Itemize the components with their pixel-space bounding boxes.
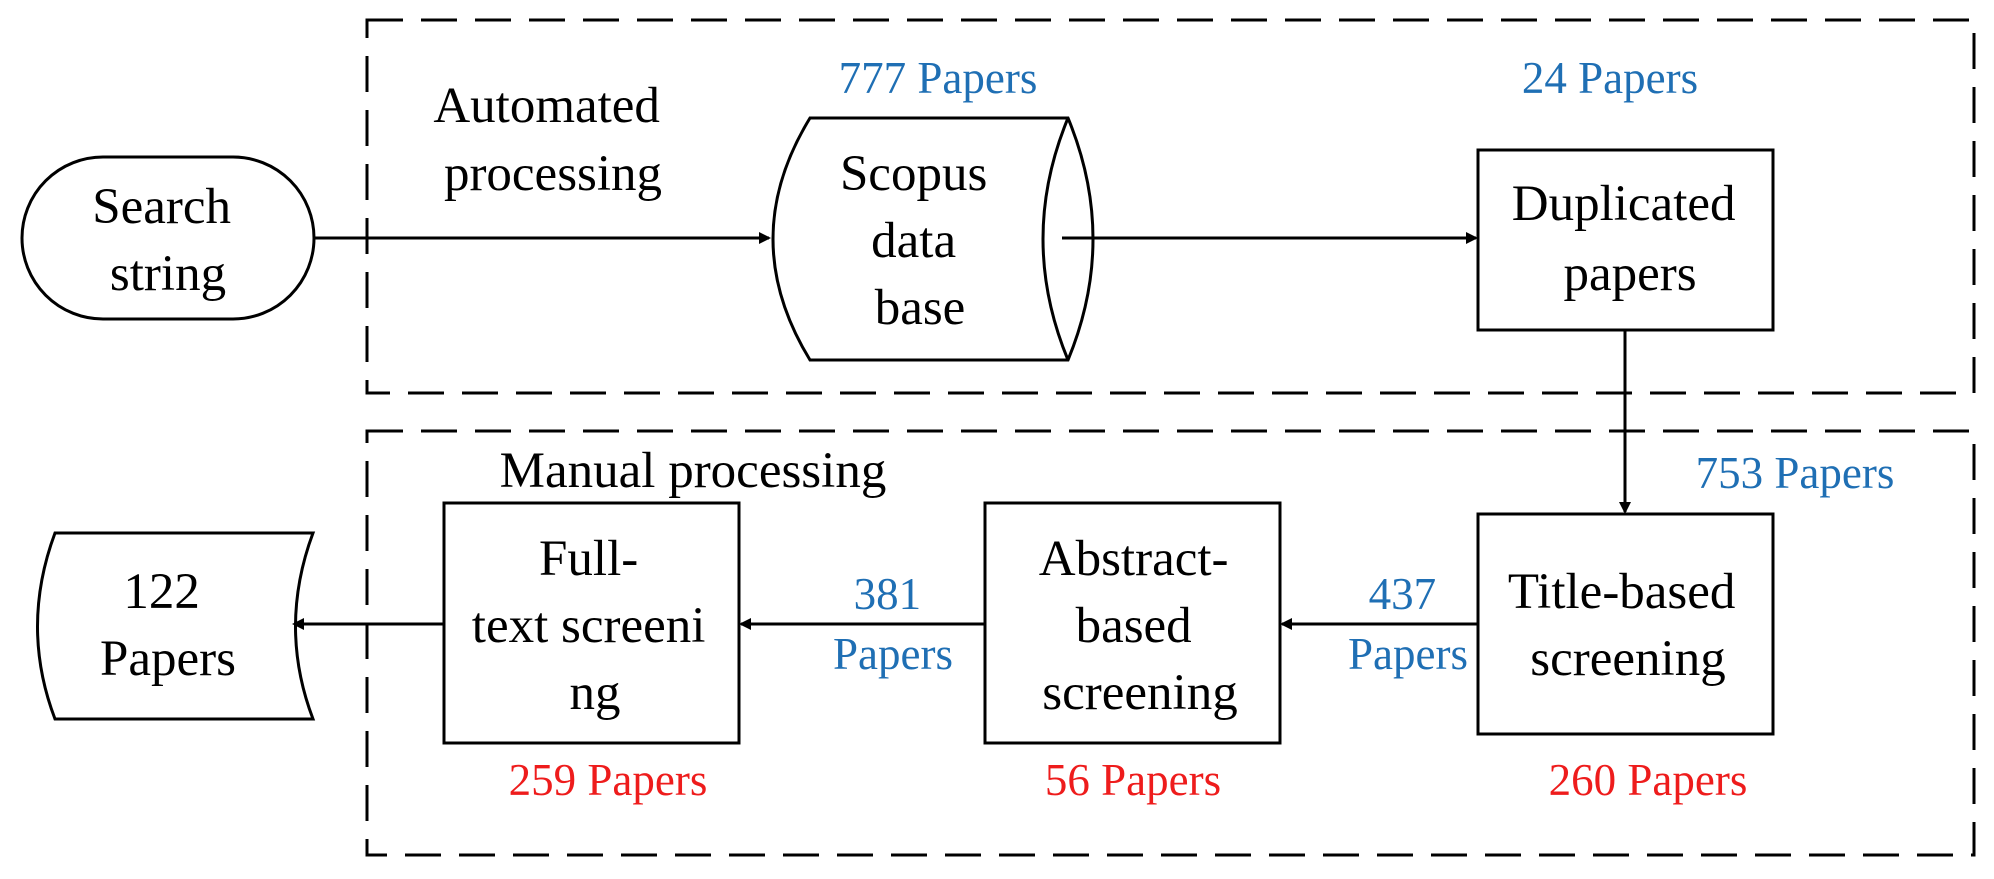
title-based-screening-label-line: Title-based bbox=[1508, 564, 1736, 620]
full-text-screening-label-line: text screeni bbox=[472, 598, 706, 654]
scopus-database-node bbox=[771, 116, 1095, 362]
duplicated-papers-label-line: Duplicated bbox=[1512, 176, 1736, 232]
full-text-screening-label-line: ng bbox=[570, 665, 621, 721]
full-text-screening-label: Full- text screeni ng bbox=[472, 531, 718, 721]
scopus-database-label-line: base bbox=[875, 280, 966, 336]
search-string-label: Search string bbox=[92, 179, 244, 302]
automated-processing-label-line: processing bbox=[444, 146, 662, 202]
scopus-database-label-line: Scopus bbox=[840, 146, 987, 202]
title-to-abstract-count-line: Papers bbox=[1348, 629, 1468, 679]
scopus-database-label: Scopus data base bbox=[840, 146, 1000, 336]
title-excluded-count: 260 Papers bbox=[1549, 755, 1748, 805]
scopus-database-inner-edge bbox=[1041, 117, 1070, 361]
abstract-based-screening-label: Abstract- based screening bbox=[1039, 531, 1242, 721]
full-text-screening-label-line: Full- bbox=[539, 531, 638, 587]
duplicated-papers-count: 24 Papers bbox=[1522, 53, 1698, 103]
scopus-papers-count: 777 Papers bbox=[839, 53, 1038, 103]
abstract-based-screening-label-line: Abstract- bbox=[1039, 531, 1229, 587]
abstract-based-screening-label-line: based bbox=[1076, 598, 1192, 654]
abstract-excluded-count: 56 Papers bbox=[1045, 755, 1221, 805]
automated-processing-label: Automated processing bbox=[433, 78, 672, 202]
result-papers-label: 122 Papers bbox=[100, 564, 236, 687]
title-based-screening-label-line: screening bbox=[1530, 631, 1725, 687]
fulltext-excluded-count: 259 Papers bbox=[509, 755, 708, 805]
scopus-database-label-line: data bbox=[871, 213, 956, 269]
abstract-to-fulltext-count-line: Papers bbox=[833, 629, 953, 679]
manual-processing-label: Manual processing bbox=[500, 443, 887, 499]
duplicated-papers-node bbox=[1476, 148, 1775, 332]
duplicated-papers-label-line: papers bbox=[1563, 246, 1696, 302]
result-papers-label-line: Papers bbox=[100, 631, 236, 687]
abstract-to-fulltext-count: 381 Papers bbox=[833, 569, 953, 679]
title-to-abstract-count-line: 437 bbox=[1369, 569, 1437, 619]
abstract-to-fulltext-count-line: 381 bbox=[854, 569, 922, 619]
automated-processing-group bbox=[365, 18, 1976, 395]
duplicated-papers-label: Duplicated papers bbox=[1512, 176, 1749, 302]
search-string-label-line: Search bbox=[92, 179, 231, 235]
result-papers-label-line: 122 bbox=[123, 564, 200, 620]
after-dedup-count: 753 Papers bbox=[1696, 448, 1895, 498]
title-to-abstract-count: 437 Papers bbox=[1348, 569, 1468, 679]
title-based-screening-label: Title-based screening bbox=[1508, 564, 1748, 687]
title-based-screening-node bbox=[1476, 512, 1775, 736]
manual-processing-group bbox=[365, 429, 1976, 857]
automated-processing-label-line: Automated bbox=[433, 78, 660, 134]
full-text-screening-node bbox=[442, 501, 741, 745]
abstract-based-screening-label-line: screening bbox=[1042, 665, 1237, 721]
abstract-based-screening-node bbox=[983, 501, 1282, 745]
search-string-label-line: string bbox=[110, 246, 226, 302]
result-papers-node bbox=[36, 531, 316, 721]
